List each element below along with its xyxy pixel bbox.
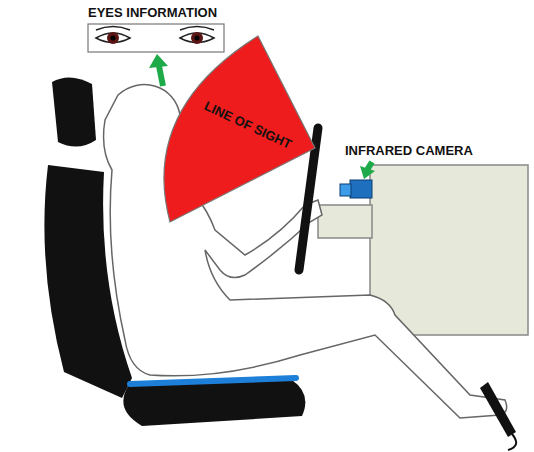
headrest <box>52 77 96 146</box>
pedal-wire <box>508 434 516 450</box>
steering-column <box>318 205 372 238</box>
infrared-camera <box>350 180 372 198</box>
box-heading: EYES INFORMATION <box>88 5 242 20</box>
sight-wedge-shape <box>164 36 315 222</box>
eyes-box <box>88 24 224 52</box>
seat-sensor <box>130 378 296 384</box>
eye-left <box>96 27 130 45</box>
eye-right <box>180 27 214 45</box>
seat-cushion <box>123 380 305 426</box>
sight-wedge <box>140 30 320 230</box>
camera-lens <box>340 184 351 196</box>
line-of-sight-sector: LINE OF SIGHT <box>140 30 320 230</box>
eyes-information-box: EYES INFORMATION <box>88 5 242 22</box>
pedal <box>480 382 516 437</box>
green-arrow <box>360 162 375 179</box>
part-label: INFRARED CAMERA <box>345 143 473 158</box>
green-arrow <box>149 54 168 86</box>
dashboard <box>370 165 528 335</box>
